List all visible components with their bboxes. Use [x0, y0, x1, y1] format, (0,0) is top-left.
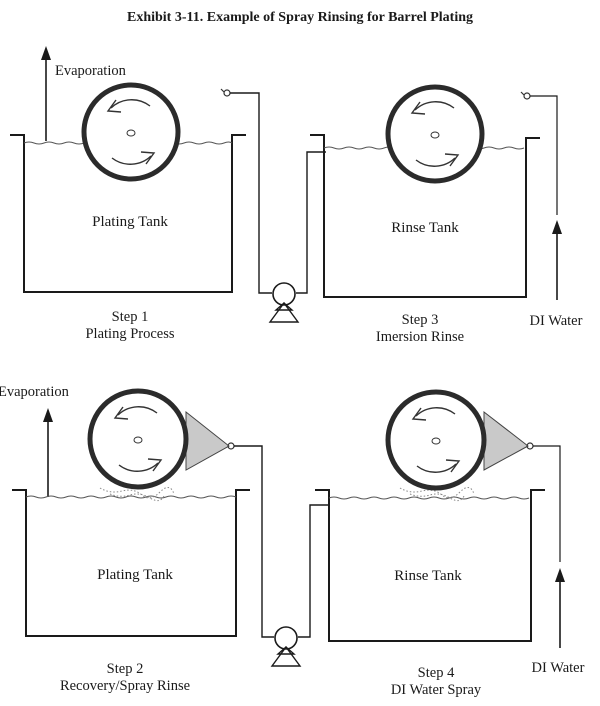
barrel-step4 — [385, 389, 487, 491]
pipe-system-bottom — [227, 442, 330, 638]
rinse-tank-label-bottom: Rinse Tank — [394, 568, 462, 584]
di-water-label-top: DI Water — [530, 313, 583, 329]
di-water-line-top — [520, 91, 558, 215]
step2-label: Step 2 — [107, 661, 144, 677]
pipe-system-top — [220, 88, 326, 294]
evaporation-label-top: Evaporation — [55, 63, 127, 79]
step3-caption: Imersion Rinse — [376, 329, 464, 345]
pump-icon-top — [268, 282, 300, 323]
di-water-arrow-bottom — [555, 568, 565, 648]
exhibit-title: Exhibit 3-11. Example of Spray Rinsing f… — [127, 10, 473, 25]
di-water-line-bottom — [526, 442, 561, 562]
spray-cone-step2 — [185, 410, 230, 471]
step1-caption: Plating Process — [85, 326, 174, 342]
evaporation-arrow-top — [41, 46, 51, 141]
evaporation-arrow-bottom — [43, 408, 53, 497]
di-water-arrow-top — [552, 220, 562, 300]
barrel-step3 — [385, 84, 485, 184]
step3-label: Step 3 — [402, 312, 439, 328]
rinse-tank-bottom — [315, 487, 545, 642]
barrel-step2 — [87, 388, 189, 490]
step2-caption: Recovery/Spray Rinse — [60, 678, 190, 694]
plating-tank-label-top: Plating Tank — [92, 214, 168, 230]
barrel-step1 — [81, 82, 181, 182]
step4-label: Step 4 — [418, 665, 455, 681]
spray-cone-step4 — [483, 410, 529, 471]
pump-icon-bottom — [270, 626, 302, 667]
plating-tank-bottom — [12, 487, 250, 637]
step4-caption: DI Water Spray — [391, 682, 482, 698]
rinse-tank-label-top: Rinse Tank — [391, 220, 459, 236]
di-water-label-bottom: DI Water — [532, 660, 585, 676]
step1-label: Step 1 — [112, 309, 149, 325]
evaporation-label-bottom: Evaporation — [0, 384, 70, 400]
plating-tank-label-bottom: Plating Tank — [97, 567, 173, 583]
